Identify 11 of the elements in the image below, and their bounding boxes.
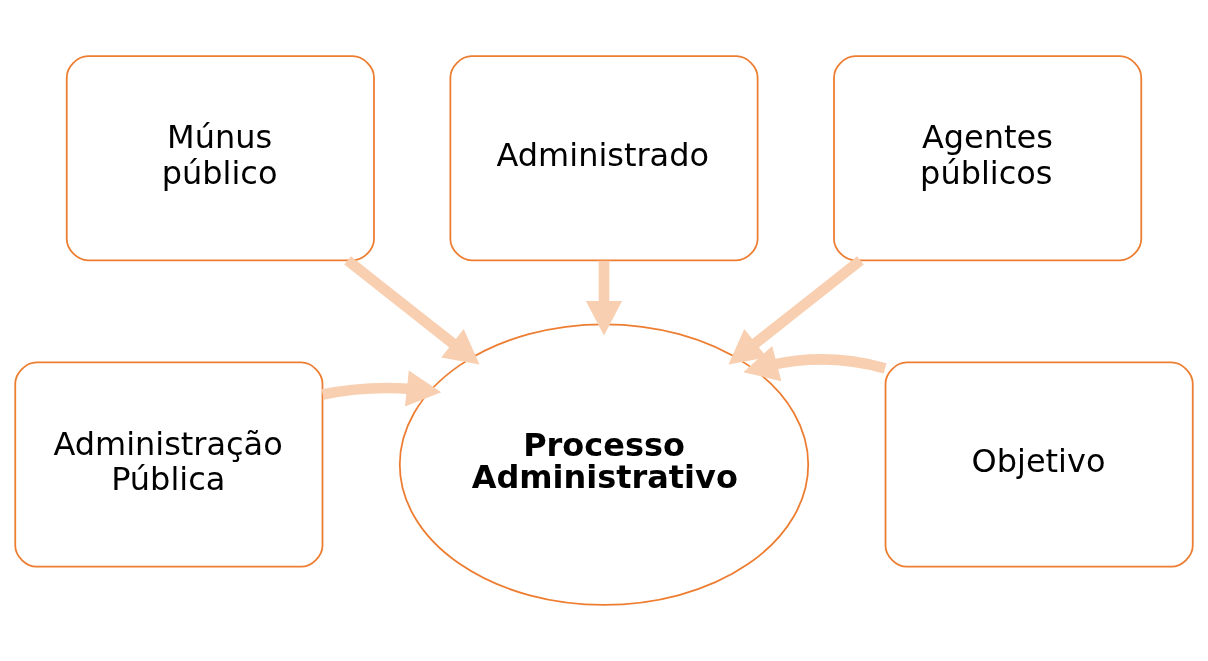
node-ellipse: Processo Administrativo bbox=[398, 323, 810, 606]
node-box: Administrado bbox=[449, 55, 759, 262]
node-box: Administração Pública bbox=[14, 361, 324, 568]
arrow bbox=[321, 370, 442, 407]
node-box: Objetivo bbox=[884, 361, 1194, 568]
node-box: Múnus público bbox=[65, 55, 375, 262]
arrow bbox=[344, 256, 480, 365]
arrow bbox=[743, 346, 887, 382]
node-box: Agentes públicos bbox=[833, 55, 1143, 262]
arrow bbox=[585, 260, 623, 336]
arrow bbox=[728, 256, 864, 365]
